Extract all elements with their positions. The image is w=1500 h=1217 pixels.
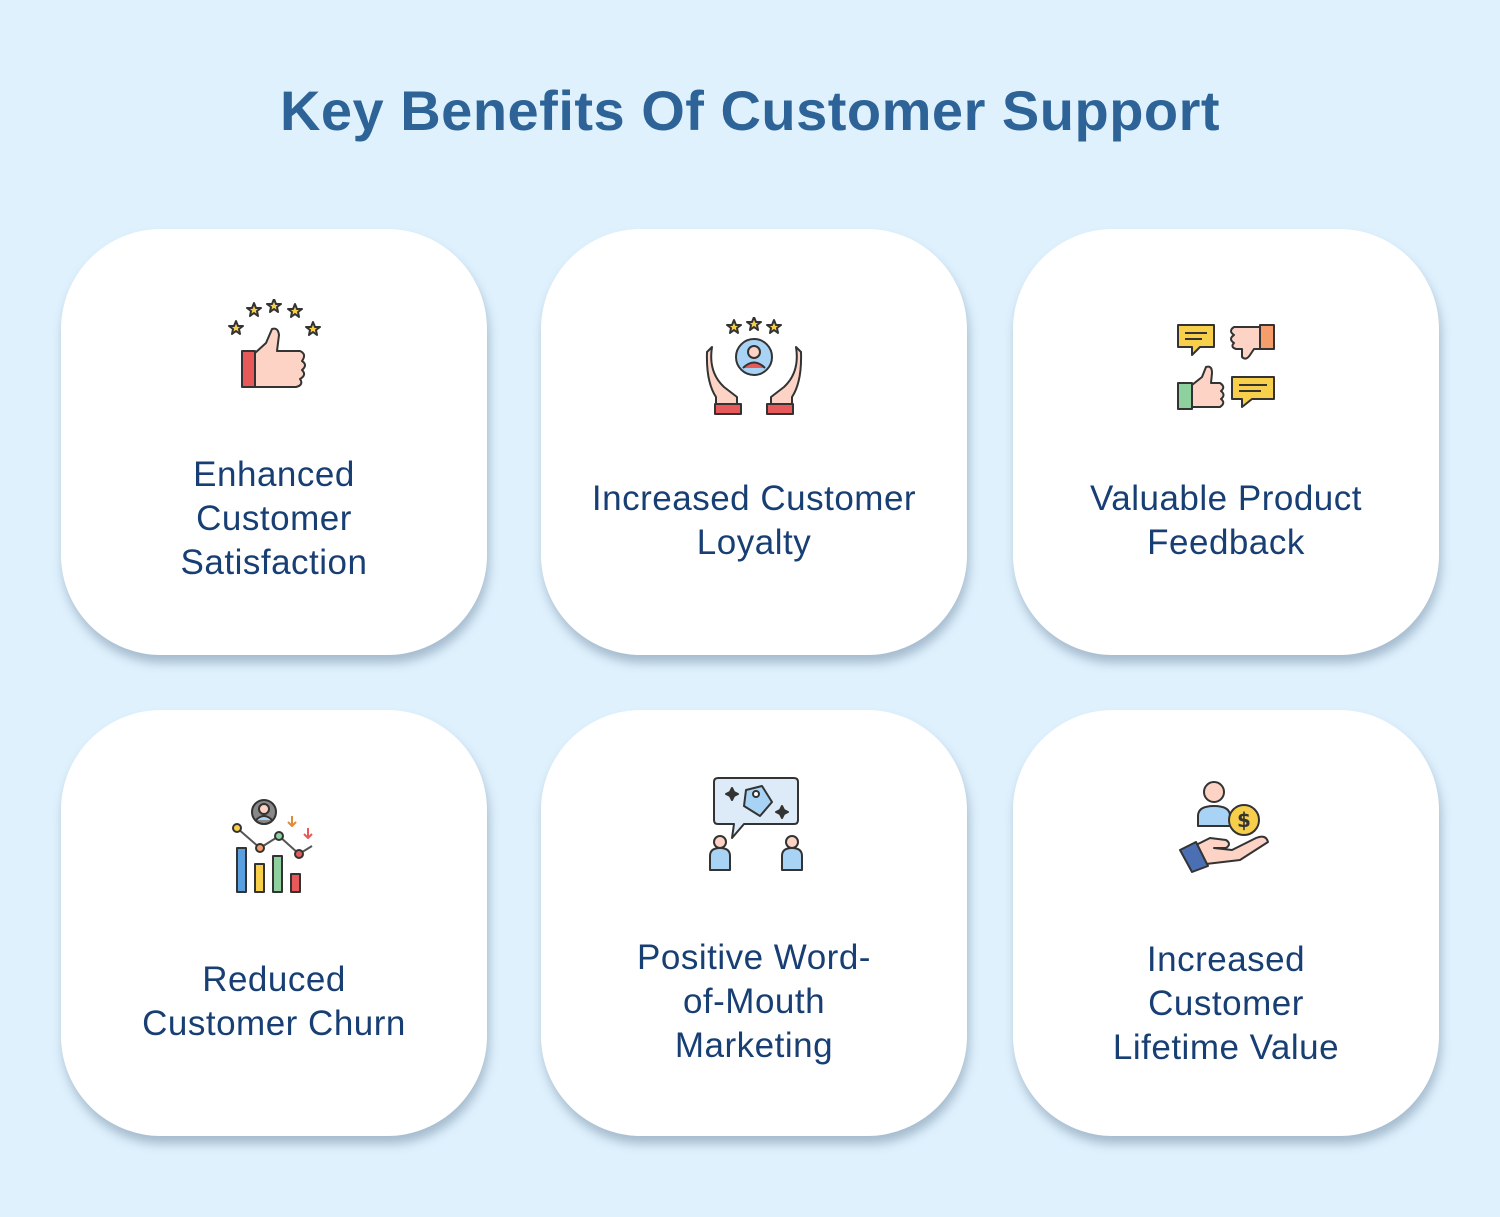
thumbs-up-stars-icon bbox=[224, 298, 324, 399]
churn-chart-icon bbox=[224, 798, 324, 898]
benefit-card-feedback: Valuable Product Feedback bbox=[1013, 229, 1439, 655]
svg-text:$: $ bbox=[1237, 808, 1251, 832]
benefit-label: Increased Customer Lifetime Value bbox=[1112, 940, 1340, 1067]
page-title: Key Benefits Of Customer Support bbox=[279, 79, 1221, 142]
benefit-label: Enhanced Customer Satisfaction bbox=[180, 455, 368, 582]
benefit-label: Positive Word- of-Mouth Marketing bbox=[637, 938, 871, 1065]
benefit-card-churn: Reduced Customer Churn bbox=[61, 710, 487, 1136]
benefit-label: Valuable Product Feedback bbox=[1090, 479, 1362, 562]
hand-dollar-customer-icon: $ bbox=[1176, 778, 1276, 878]
word-of-mouth-icon bbox=[704, 776, 804, 876]
benefit-label: Increased Customer Loyalty bbox=[591, 479, 917, 562]
benefit-card-satisfaction: Enhanced Customer Satisfaction bbox=[61, 229, 487, 655]
hands-customer-stars-icon bbox=[704, 316, 804, 417]
benefit-card-loyalty: Increased Customer Loyalty bbox=[541, 229, 967, 655]
benefit-card-word-of-mouth: Positive Word- of-Mouth Marketing bbox=[541, 710, 967, 1136]
benefit-card-lifetime-value: $ Increased Customer Lifetime Value bbox=[1013, 710, 1439, 1136]
feedback-thumbs-chat-icon bbox=[1176, 321, 1276, 421]
benefit-label: Reduced Customer Churn bbox=[142, 960, 406, 1043]
